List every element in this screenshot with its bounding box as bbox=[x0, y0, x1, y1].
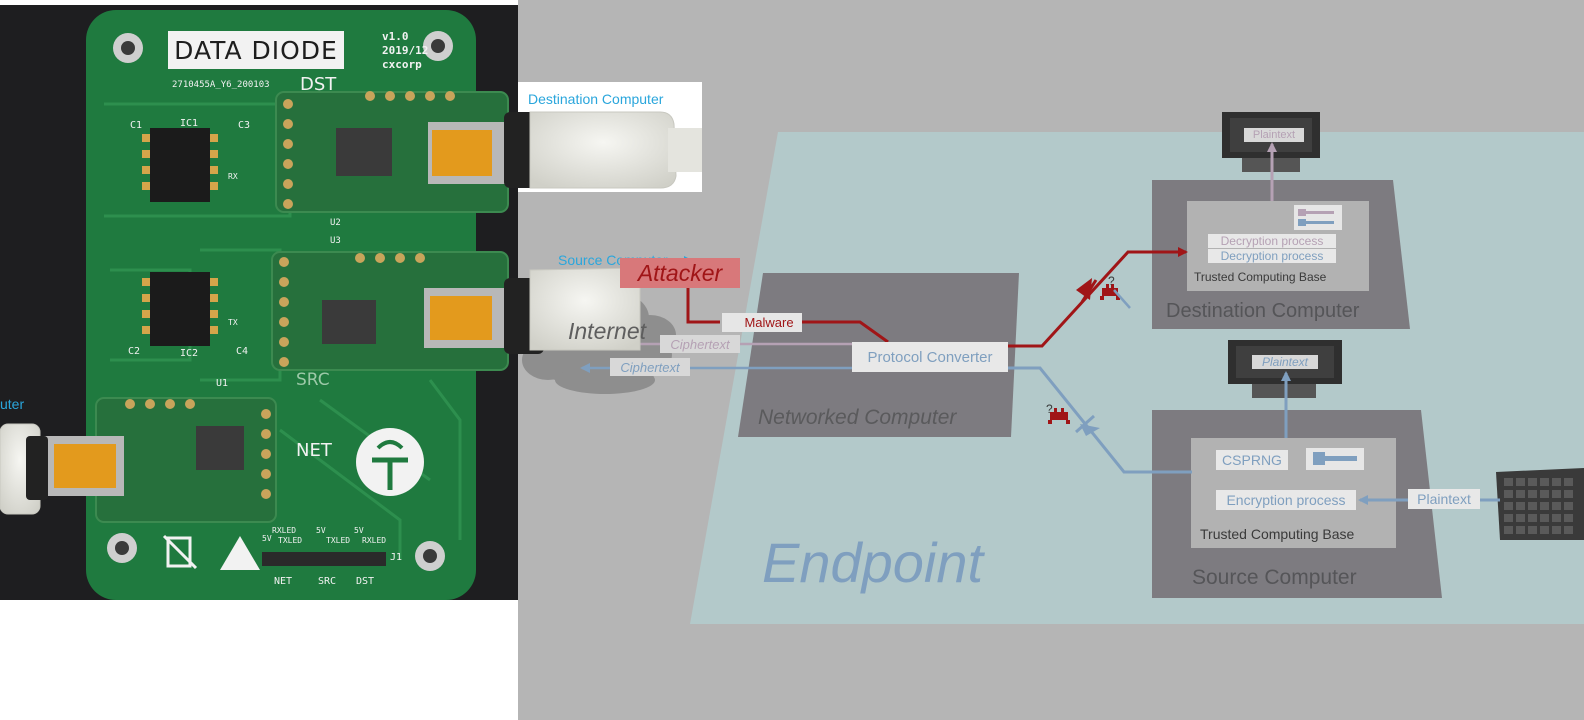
recycle-bin-icon bbox=[162, 534, 198, 570]
usb-connector bbox=[428, 122, 506, 184]
u1-label: U1 bbox=[216, 378, 229, 389]
esd-warning-icon bbox=[220, 536, 260, 570]
ciphertext-label: Ciphertext bbox=[610, 358, 690, 376]
mounting-hole bbox=[113, 33, 143, 63]
attack-path bbox=[686, 286, 720, 324]
mounting-hole bbox=[107, 533, 137, 563]
attacker-label: Attacker bbox=[620, 258, 740, 288]
header-dst-label: DST bbox=[356, 576, 375, 587]
mounting-hole bbox=[423, 31, 453, 61]
blocked-attack-trace bbox=[1113, 289, 1131, 309]
destination-computer-label: Destination Computer bbox=[1166, 300, 1360, 322]
data-diode-icon bbox=[1075, 414, 1100, 436]
net-label: NET bbox=[296, 440, 332, 461]
u2-label: U2 bbox=[330, 218, 341, 228]
ic1-label: IC1 bbox=[180, 118, 199, 129]
pin-header bbox=[262, 552, 386, 566]
header-rxled-label: RXLED bbox=[362, 536, 387, 545]
data-diode-icon bbox=[1076, 278, 1098, 303]
c2-label: C2 bbox=[128, 346, 141, 357]
networked-computer-label: Networked Computer bbox=[758, 406, 957, 429]
header-5v-label: 5V bbox=[262, 534, 272, 543]
tx-label: TX bbox=[228, 318, 238, 327]
optocoupler-chip bbox=[142, 128, 218, 202]
rx-label: RX bbox=[228, 172, 238, 181]
decryption-process-label: Decryption process bbox=[1208, 249, 1336, 263]
optocoupler-chip bbox=[142, 272, 218, 346]
header-net-label: NET bbox=[274, 576, 293, 587]
board-version: v1.0 bbox=[382, 30, 409, 43]
destination-plaintext-label: Plaintext bbox=[1244, 128, 1304, 142]
ic2-label: IC2 bbox=[180, 348, 199, 359]
decryption-process-label: Decryption process bbox=[1208, 234, 1336, 248]
keyboard-plaintext-label: Plaintext bbox=[1408, 489, 1480, 509]
board-maker: cxcorp bbox=[382, 58, 422, 71]
header-rxled-label: RXLED bbox=[272, 526, 297, 535]
c1-label: C1 bbox=[130, 120, 143, 131]
header-5v-label: 5V bbox=[316, 526, 326, 535]
key-icon bbox=[1294, 205, 1342, 230]
src-label: SRC bbox=[296, 370, 330, 390]
header-5v-label: 5V bbox=[354, 526, 364, 535]
malware-label: Malware bbox=[722, 313, 802, 332]
encryption-process-label: Encryption process bbox=[1216, 490, 1356, 510]
usb-cable-icon bbox=[504, 111, 702, 189]
keyboard-icon bbox=[1496, 468, 1584, 540]
c3-label: C3 bbox=[238, 120, 251, 131]
endpoint-label: Endpoint bbox=[762, 531, 984, 594]
attacker-invader-icon bbox=[1100, 284, 1120, 300]
usb-cable-icon bbox=[0, 423, 48, 515]
logo-icon bbox=[356, 428, 424, 496]
ciphertext-label: Ciphertext bbox=[660, 335, 740, 353]
header-txled-label: TXLED bbox=[278, 536, 303, 545]
networked-computer-callout: uter bbox=[0, 396, 25, 412]
internet-label: Internet bbox=[568, 318, 646, 344]
destination-tcb-label: Trusted Computing Base bbox=[1194, 270, 1327, 284]
usb-cable-icon bbox=[504, 267, 641, 354]
mounting-hole bbox=[415, 541, 445, 571]
header-txled-label: TXLED bbox=[326, 536, 351, 545]
board-serial: 2710455A_Y6_200103 bbox=[172, 80, 270, 90]
csprng-label: CSPRNG bbox=[1216, 450, 1288, 470]
c4-label: C4 bbox=[236, 346, 249, 357]
attack-path bbox=[800, 320, 889, 344]
question-mark: ? bbox=[1046, 402, 1053, 416]
board-title: DATA DIODE bbox=[168, 31, 344, 69]
usb-connector bbox=[424, 288, 506, 348]
source-to-network-path bbox=[1008, 366, 1192, 474]
usb-connector bbox=[44, 436, 124, 496]
board-date: 2019/12 bbox=[382, 44, 429, 57]
source-plaintext-label: Plaintext bbox=[1252, 355, 1318, 369]
u3-label: U3 bbox=[330, 236, 341, 246]
j1-label: J1 bbox=[390, 552, 403, 563]
destination-computer-callout: Destination Computer bbox=[528, 91, 664, 107]
microcontroller-board-net bbox=[95, 397, 277, 523]
header-src-label: SRC bbox=[318, 576, 337, 587]
question-mark: ? bbox=[1108, 274, 1115, 288]
protocol-converter-label: Protocol Converter bbox=[852, 342, 1008, 372]
key-icon bbox=[1306, 448, 1364, 470]
dst-label: DST bbox=[300, 74, 337, 95]
source-tcb-label: Trusted Computing Base bbox=[1200, 526, 1355, 542]
attacker-invader-icon bbox=[1048, 408, 1070, 424]
source-computer-label: Source Computer bbox=[1192, 566, 1357, 589]
